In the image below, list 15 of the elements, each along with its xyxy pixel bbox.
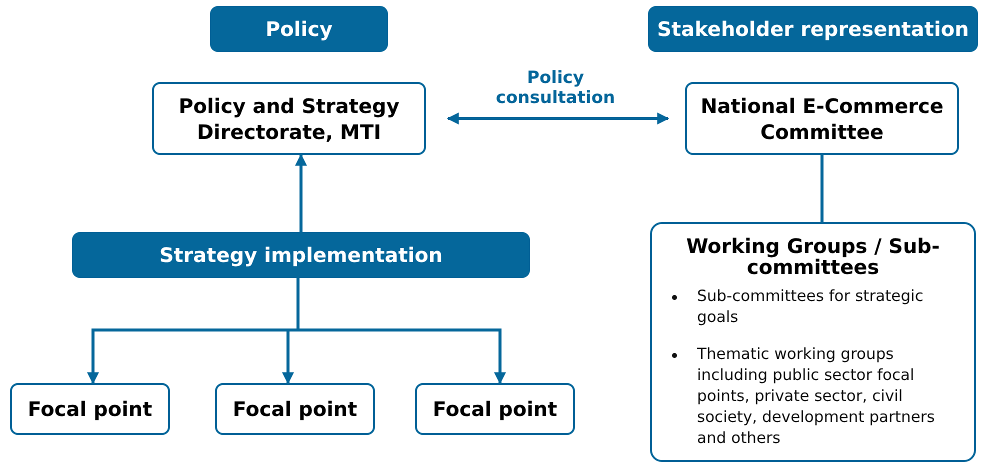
box-heading: Working Groups / Sub-committees [685, 236, 941, 278]
org-box: Policy and Strategy Directorate, MTI [152, 82, 426, 155]
org-box: Focal point [415, 383, 575, 435]
header-box: Stakeholder representation [648, 6, 978, 52]
connector-arrow [446, 112, 670, 124]
header-box: Policy [210, 6, 388, 52]
list-box [650, 222, 976, 462]
org-box: Focal point [215, 383, 375, 435]
header-box: Strategy implementation [72, 232, 530, 278]
connector-arrow [296, 278, 506, 384]
org-box: National E-Commerce Committee [685, 82, 959, 155]
connector-arrow [295, 154, 307, 232]
bullet-text: Thematic working groups including public sector focal points, private sector, civil society, development partners and others [697, 344, 936, 449]
bullet-text: Sub-committees for strategic goals [697, 286, 924, 328]
org-box: Focal point [10, 383, 170, 435]
